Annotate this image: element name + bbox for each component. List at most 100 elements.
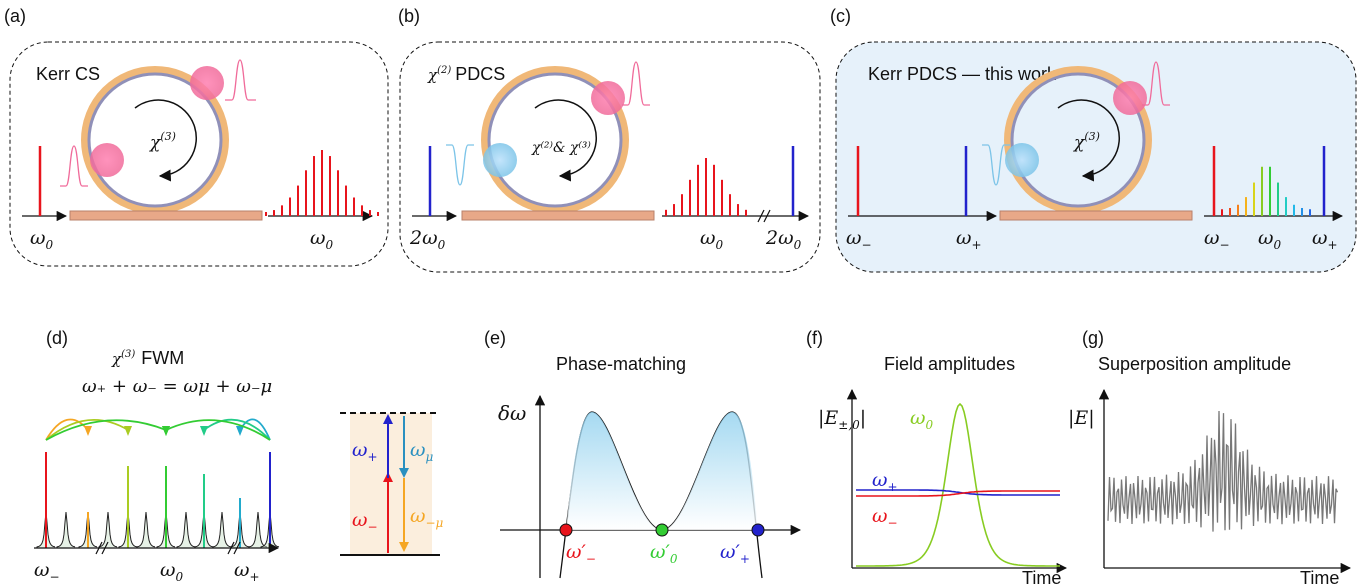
energy-plus-label: ω+ (352, 439, 378, 464)
dispersion-fill (566, 412, 758, 530)
comb-a (265, 150, 379, 216)
microring (1004, 66, 1152, 214)
panel-e-title: Phase-matching (556, 354, 686, 374)
panel-c: (c) Kerr PDCS — this work χ(3) ω− ω+ ω− … (830, 6, 1357, 273)
point-plus (751, 523, 765, 537)
soliton-pink (190, 66, 224, 100)
comb-b (665, 158, 747, 216)
y-axis-label: |E| (1068, 407, 1095, 429)
fwm-arc (45, 419, 129, 441)
panel-a-tag: (a) (4, 6, 26, 26)
axis-break (95, 541, 109, 555)
chi3-label: χ(3) (1073, 130, 1100, 153)
resonance (98, 511, 118, 548)
panel-a-title: Kerr CS (36, 64, 100, 84)
panel-a-frame (9, 41, 389, 267)
panel-d: (d) χ(3)FWM ω₊ + ω₋ = ωμ + ω₋μ ω− ω0 ω+ … (34, 328, 444, 584)
point-plus-label: ω′+ (720, 541, 750, 566)
series-plus-label: ω+ (872, 469, 898, 494)
soliton-blue (483, 143, 517, 177)
panel-f-title: Field amplitudes (884, 354, 1015, 374)
axis-right-label: ω0 (310, 227, 334, 252)
point-zero (655, 523, 669, 537)
axis-break (757, 209, 771, 223)
chi3-label: χ(3) (149, 130, 176, 153)
panel-d-tag: (d) (46, 328, 68, 348)
panel-b: (b) χ(2)PDCS χ⁽²⁾& χ⁽³⁾ 2ω0 ω0 2ω0 (398, 6, 821, 273)
axis-left-label: ω0 (30, 227, 54, 252)
soliton-pink (591, 81, 625, 115)
fwm-arrowhead (124, 426, 132, 436)
axis-right-minus-label: ω− (1204, 227, 1230, 252)
y-axis-label: |E±,0| (818, 407, 866, 432)
resonance (248, 511, 268, 548)
axis-left-minus-label: ω− (846, 227, 872, 252)
soliton-pink (1113, 81, 1147, 115)
circulation-arrow (134, 99, 197, 182)
comb-c (1212, 146, 1326, 216)
energy-mu-label: ωμ (410, 439, 434, 464)
panel-c-tag: (c) (830, 6, 851, 26)
fwm-arrowhead (162, 426, 170, 436)
dark-pulse-icon (982, 144, 1010, 186)
circulation-arrow (534, 99, 597, 182)
panel-c-title: Kerr PDCS — this work (868, 64, 1057, 84)
axis-left-plus-label: ω+ (956, 227, 982, 252)
panel-f: (f) Field amplitudes |E±,0| Time ω0 ω+ ω… (806, 328, 1068, 584)
resonance (212, 511, 232, 548)
resonance (176, 511, 196, 548)
panel-e: (e) Phase-matching δω ω′− ω′0 ω′+ (484, 328, 802, 579)
axis-right-zero-label: ω0 (1258, 227, 1282, 252)
panel-b-tag: (b) (398, 6, 420, 26)
fwm-arrowhead (236, 426, 244, 436)
chi2-chi3-label: χ⁽²⁾& χ⁽³⁾ (531, 140, 591, 156)
microring (81, 66, 229, 214)
fwm-arc (45, 419, 167, 441)
comb-d (36, 452, 280, 548)
energy-diagram-bg (350, 413, 432, 555)
pulse-icon (622, 61, 650, 106)
fwm-arrowhead (84, 426, 92, 436)
panel-g-tag: (g) (1082, 328, 1104, 348)
panel-f-tag: (f) (806, 328, 823, 348)
x-axis-label: Time (1300, 568, 1339, 584)
panel-a: (a) Kerr CS χ(3) ω0 ω0 (4, 6, 389, 267)
series-minus-line (856, 490, 1060, 497)
fwm-arcs (45, 418, 271, 441)
axis-zero-label: ω0 (160, 559, 184, 584)
pulse-icon (225, 59, 256, 101)
panel-d-title: χ(3)FWM (111, 348, 184, 368)
point-minus-label: ω′− (566, 541, 596, 566)
bus-waveguide (69, 210, 263, 221)
bus-waveguide (999, 210, 1193, 221)
x-axis-label: Time (1022, 568, 1061, 584)
pulse-icon (1142, 61, 1170, 106)
microring (481, 66, 629, 214)
dark-pulse-icon (446, 144, 474, 186)
panel-e-tag: (e) (484, 328, 506, 348)
axis-mid-label: ω0 (700, 227, 724, 252)
series-zero-line (856, 402, 1060, 567)
y-axis-label: δω (498, 401, 526, 425)
fwm-arrowhead (200, 426, 208, 436)
series-zero-label: ω0 (910, 407, 934, 432)
axis-right-label: 2ω0 (765, 227, 802, 252)
axis-minus-label: ω− (34, 559, 60, 584)
resonance (136, 511, 156, 548)
soliton-pink (90, 143, 124, 177)
pulse-icon (60, 145, 88, 187)
circulation-arrow (1057, 99, 1120, 182)
series-minus-label: ω− (872, 505, 898, 530)
energy-minus-label: ω− (352, 509, 378, 534)
fwm-arc (165, 419, 271, 441)
panel-g-title: Superposition amplitude (1098, 354, 1291, 374)
panel-b-title: χ(2)PDCS (427, 64, 505, 84)
fwm-arc (203, 418, 271, 441)
axis-right-plus-label: ω+ (1312, 227, 1338, 252)
energy-minus-mu-label: ω−μ (410, 505, 444, 530)
point-zero-label: ω′0 (650, 541, 678, 566)
fwm-equation: ω₊ + ω₋ = ωμ + ω₋μ (82, 376, 272, 397)
axis-break (227, 541, 241, 555)
resonance (56, 511, 76, 548)
